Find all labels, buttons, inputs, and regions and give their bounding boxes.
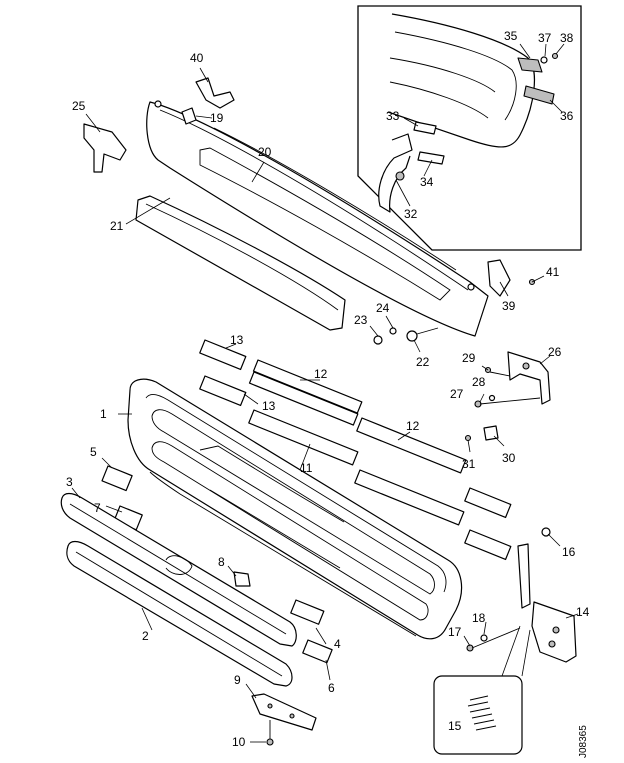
callout-32: 32 <box>404 207 418 221</box>
callout-38: 38 <box>560 31 574 45</box>
callout-24: 24 <box>376 301 390 315</box>
callout-4: 4 <box>334 637 341 651</box>
callout-8: 8 <box>218 555 225 569</box>
part-37 <box>540 56 548 64</box>
callout-6: 6 <box>328 681 335 695</box>
callout-17: 17 <box>448 625 462 639</box>
callout-12-a: 12 <box>314 367 328 381</box>
part-5 <box>101 465 133 492</box>
callout-labels: 1 2 3 4 5 6 7 8 9 10 11 12 12 13 13 14 1… <box>66 29 590 749</box>
callout-20: 20 <box>258 145 272 159</box>
part-34 <box>417 151 445 165</box>
part-36 <box>523 85 555 105</box>
callout-13-a: 13 <box>230 333 244 347</box>
callout-14: 14 <box>576 605 590 619</box>
callout-30: 30 <box>502 451 516 465</box>
part-25 <box>83 123 127 173</box>
callout-19: 19 <box>210 111 224 125</box>
lower-trim-group <box>60 487 317 746</box>
detail-inset <box>357 5 582 251</box>
callout-39: 39 <box>502 299 516 313</box>
part-6 <box>302 639 333 664</box>
callout-31: 31 <box>462 457 476 471</box>
callout-23: 23 <box>354 313 368 327</box>
part-11 <box>248 409 359 466</box>
part-13-a <box>199 339 247 371</box>
callout-22: 22 <box>416 355 430 369</box>
callout-1: 1 <box>100 407 107 421</box>
callout-41: 41 <box>546 265 560 279</box>
callout-25: 25 <box>72 99 86 113</box>
callout-34: 34 <box>420 175 434 189</box>
callout-12-b: 12 <box>406 419 420 433</box>
callout-15: 15 <box>448 719 462 733</box>
reference-code: J08365 <box>578 725 589 758</box>
part-19 <box>181 107 197 125</box>
callout-29: 29 <box>462 351 476 365</box>
callout-11: 11 <box>300 461 313 475</box>
inset-grille-frame <box>387 13 535 148</box>
callout-9: 9 <box>234 673 241 687</box>
callout-5: 5 <box>90 445 97 459</box>
part-15 <box>467 695 497 731</box>
callout-26: 26 <box>548 345 562 359</box>
part-18 <box>480 634 488 642</box>
part-39 <box>487 259 511 297</box>
callout-37: 37 <box>538 31 552 45</box>
callout-28: 28 <box>472 375 486 389</box>
part-23 <box>373 335 383 345</box>
part-26 <box>507 351 551 405</box>
part-label-r1 <box>464 487 512 519</box>
part-21 <box>135 195 346 331</box>
callout-40: 40 <box>190 51 204 65</box>
part-12-a <box>252 359 363 414</box>
right-hardware-group <box>433 351 579 755</box>
part-28 <box>488 394 496 402</box>
callout-21: 21 <box>110 219 124 233</box>
callout-35: 35 <box>504 29 518 43</box>
callout-36: 36 <box>560 109 574 123</box>
callout-7: 7 <box>94 501 101 515</box>
part-8 <box>233 571 251 587</box>
labels-group <box>101 339 512 681</box>
part-22 <box>406 330 418 342</box>
callout-27: 27 <box>450 387 464 401</box>
part-38 <box>551 52 559 60</box>
callout-13-b: 13 <box>262 399 276 413</box>
part-33 <box>413 121 437 135</box>
part-9 <box>251 693 317 731</box>
main-grille-group <box>127 378 463 640</box>
part-12-b <box>248 371 359 426</box>
upper-channel-group <box>83 67 545 353</box>
part-12-c <box>356 417 467 474</box>
part-12-d <box>354 469 465 526</box>
part-24 <box>389 327 397 335</box>
part-10 <box>266 738 274 746</box>
part-35 <box>517 57 543 73</box>
part-14-arm <box>517 543 531 609</box>
part-15-inset <box>433 675 523 755</box>
callout-33: 33 <box>386 109 400 123</box>
part-13-b <box>199 375 247 407</box>
callout-18: 18 <box>472 611 486 625</box>
part-4 <box>290 599 325 625</box>
callout-10: 10 <box>232 735 246 749</box>
callout-2: 2 <box>142 629 149 643</box>
part-label-r2 <box>464 529 512 561</box>
callout-16: 16 <box>562 545 576 559</box>
part-31 <box>464 434 472 442</box>
callout-3: 3 <box>66 475 73 489</box>
part-40 <box>195 77 235 109</box>
